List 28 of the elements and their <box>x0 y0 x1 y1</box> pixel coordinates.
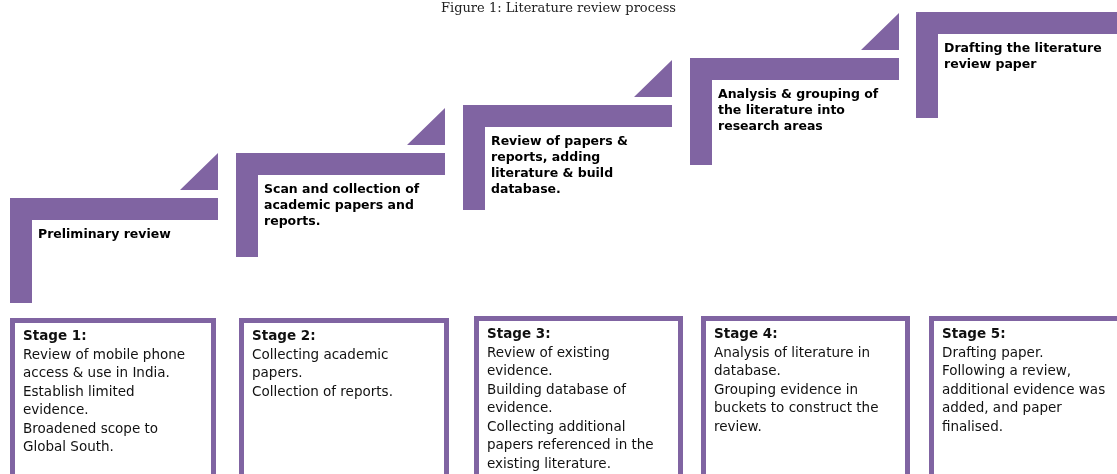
stage-card <box>239 318 449 474</box>
stage-text: Grouping evidence in buckets to construct the review. <box>714 379 880 435</box>
step-label: Preliminary review <box>38 226 172 242</box>
stage-text: Collecting academic papers. <box>252 344 390 382</box>
stage-card <box>929 316 1117 474</box>
stage-text: Analysis of literature in database. <box>714 342 872 380</box>
step-label: Review of papers & reports, adding literature & build database. <box>491 133 629 197</box>
stage-heading: Stage 1: <box>23 326 88 345</box>
stage-text: Drafting paper. <box>942 342 1045 361</box>
stage-card <box>474 316 683 474</box>
stage-heading: Stage 5: <box>942 324 1007 343</box>
stage-text: Building database of evidence. <box>487 379 628 417</box>
stage-card <box>701 316 910 474</box>
stage-text: Broadened scope to Global South. <box>23 418 160 456</box>
step-label: Drafting the literature review paper <box>944 40 1103 72</box>
stage-card <box>10 318 216 474</box>
step-label: Scan and collection of academic papers and reports. <box>264 181 421 229</box>
stage-text: Collection of reports. <box>252 381 394 400</box>
stage-text: Review of existing evidence. <box>487 342 611 380</box>
stage-heading: Stage 2: <box>252 326 317 345</box>
stage-heading: Stage 4: <box>714 324 779 343</box>
figure-title: Figure 1: Literature review process <box>440 0 677 15</box>
stage-text: Following a review, additional evidence was added, and paper finalised. <box>942 361 1107 435</box>
step-label: Analysis & grouping of the literature into research areas <box>718 86 880 134</box>
stage-text: Collecting additional papers referenced in the existing literature. <box>487 416 655 472</box>
stage-text: Establish limited evidence. <box>23 381 136 419</box>
stage-heading: Stage 3: <box>487 324 552 343</box>
stage-text: Review of mobile phone access & use in India. <box>23 344 187 382</box>
